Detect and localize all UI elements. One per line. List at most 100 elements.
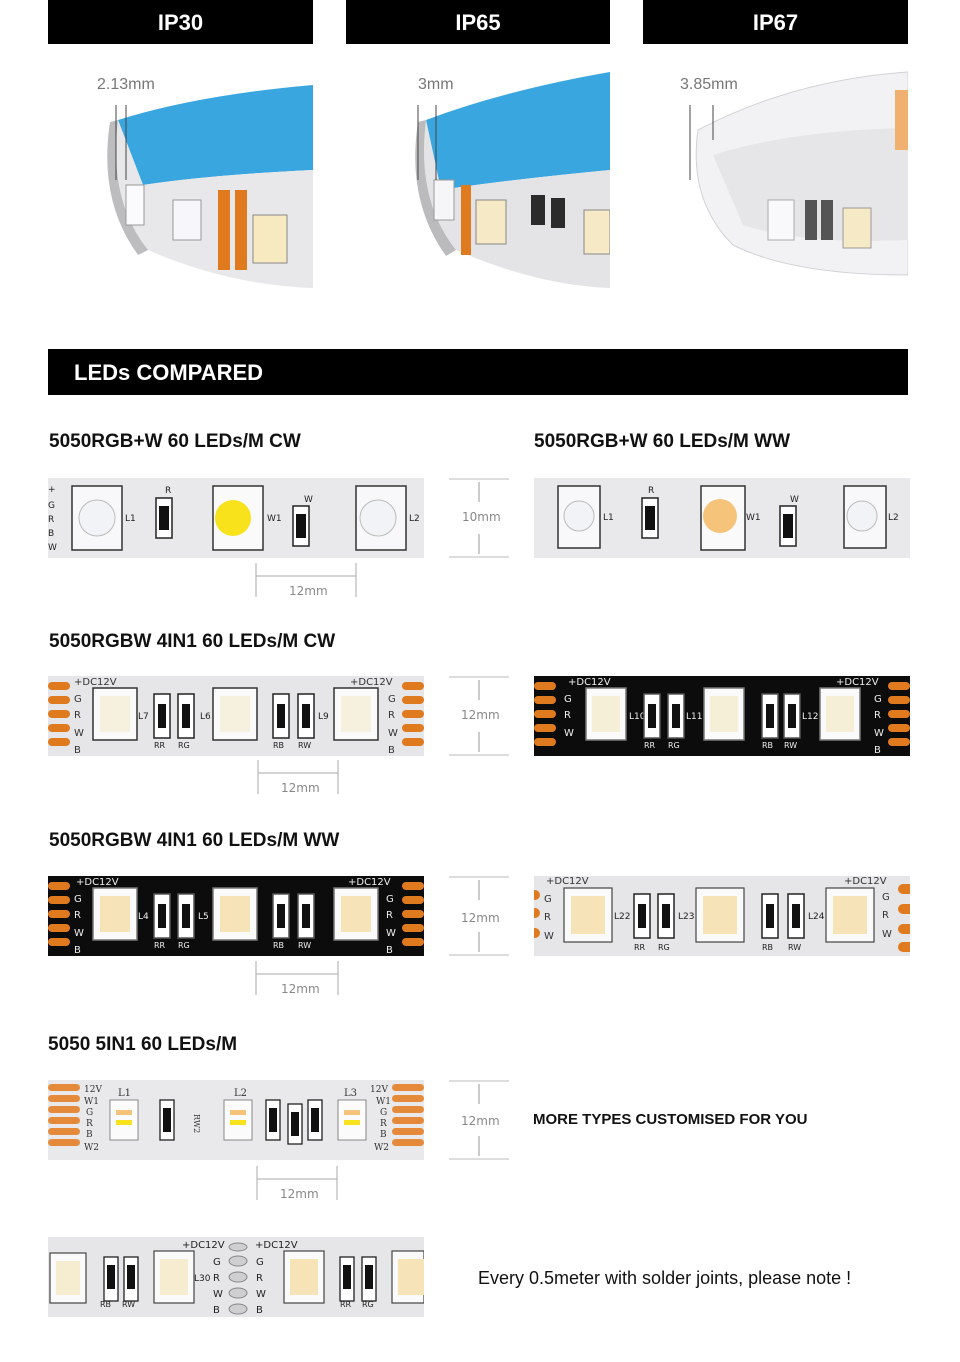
label-l2-5in1: L2: [234, 1088, 247, 1099]
pin-g-5-left: G: [86, 1108, 93, 1118]
width-dimension-10mm: [449, 478, 509, 558]
pin-w-solder-l: W: [213, 1289, 223, 1300]
pin-w2-left: W2: [84, 1143, 99, 1153]
pin-r-left-b2: R: [74, 910, 81, 921]
pin-g-right-b: G: [874, 694, 882, 705]
label-dc12v-right-b2: +DC12V: [348, 877, 391, 888]
label-rw-solder: RW: [122, 1300, 135, 1309]
label-l30: L30: [194, 1274, 211, 1284]
pin-r-left-b: R: [564, 710, 571, 721]
pin-g-5-right: G: [380, 1108, 387, 1118]
label-rr-solder: RR: [340, 1300, 352, 1309]
pin-r-right: R: [388, 710, 395, 721]
type-title-5in1: 5050 5IN1 60 LEDs/M: [48, 1034, 238, 1055]
pitch-dimension-1: [255, 563, 357, 597]
label-l11: L11: [686, 712, 702, 722]
pin-w-left-b: W: [564, 728, 574, 739]
pin-w1-left: W1: [84, 1097, 99, 1107]
label-rw2: RW2: [192, 1114, 201, 1133]
label-l12: L12: [802, 712, 818, 722]
width-dimension-12mm-1: [449, 676, 509, 756]
pin-w-left: W: [74, 728, 84, 739]
label-rg-b2: RG: [178, 941, 190, 950]
label-dc12v-left-w2: +DC12V: [546, 876, 589, 887]
pin-w2-right: W2: [374, 1143, 389, 1153]
leds-compared-header: LEDs COMPARED: [48, 349, 908, 395]
strip-4in1-ww-white: +DC12V +DC12V G R W G R W L22 L23 RR RG …: [534, 876, 910, 956]
pin-w1-right: W1: [376, 1097, 391, 1107]
pitch-label-2: 12mm: [281, 781, 320, 795]
pin-b-5-right: B: [380, 1130, 387, 1140]
pin-b: B: [48, 529, 54, 539]
pin-w-right-b2: W: [386, 928, 396, 939]
pin-w-right-w2: W: [882, 929, 892, 940]
pin-g-solder-r: G: [256, 1257, 264, 1268]
pin-w-right: W: [388, 728, 398, 739]
label-res-r-ww: R: [648, 486, 654, 496]
label-dc12v-left-b2: +DC12V: [76, 877, 119, 888]
ip30-thickness: 2.13mm: [97, 76, 155, 93]
label-l1: L1: [125, 514, 136, 524]
strip-4in1-ww-black: +DC12V +DC12V G R W B G R W B L4 L5 RR R…: [48, 876, 424, 956]
strip-4in1-cw: +DC12V +DC12V G R W B G R W B L7 L6 RR R…: [48, 676, 424, 756]
label-dc12v-solder-l: +DC12V: [182, 1240, 225, 1251]
label-l24: L24: [808, 912, 825, 922]
label-l9: L9: [318, 712, 329, 722]
ip67-header: IP67: [643, 0, 908, 44]
pin-r-5-left: R: [86, 1119, 93, 1129]
pin-w-left-w2: W: [544, 931, 554, 942]
label-rr-b2: RR: [154, 941, 166, 950]
label-w1: W1: [267, 514, 282, 524]
pin-g-right-b2: G: [386, 894, 394, 905]
label-rr-b: RR: [644, 741, 656, 750]
type-title-rgbw-cw: 5050RGB+W 60 LEDs/M CW: [49, 431, 301, 452]
width-label-10mm: 10mm: [462, 510, 501, 524]
label-l7: L7: [138, 712, 149, 722]
label-l2-ww: L2: [888, 513, 899, 523]
type-title-4in1-ww: 5050RGBW 4IN1 60 LEDs/M WW: [49, 830, 340, 851]
width-dimension-12mm-3: [449, 1080, 509, 1160]
label-l5: L5: [198, 912, 209, 922]
pin-r-right-w2: R: [882, 910, 889, 921]
pin-b-left: B: [74, 745, 81, 756]
label-dc12v-right: +DC12V: [350, 677, 393, 688]
label-dc12v-left: +DC12V: [74, 677, 117, 688]
pin-r-5-right: R: [380, 1119, 387, 1129]
label-rb-solder: RB: [100, 1300, 111, 1309]
label-rw: RW: [298, 741, 311, 750]
pin-g-left-w2: G: [544, 894, 552, 905]
label-l4: L4: [138, 912, 149, 922]
label-rw-b: RW: [784, 741, 797, 750]
pitch-label-1: 12mm: [289, 584, 328, 598]
pin-b-solder-r: B: [256, 1305, 263, 1316]
pin-g-left-b: G: [564, 694, 572, 705]
pin-g-right: G: [388, 694, 396, 705]
pin-w: W: [48, 543, 57, 553]
type-title-4in1-cw: 5050RGBW 4IN1 60 LEDs/M CW: [49, 631, 336, 652]
label-dc12v-left-b: +DC12V: [568, 677, 611, 688]
label-w1-ww: W1: [746, 513, 761, 523]
pin-w-left-b2: W: [74, 928, 84, 939]
label-dc12v-right-w2: +DC12V: [844, 876, 887, 887]
label-12v-right: 12V: [370, 1085, 388, 1095]
strip-4in1-cw-black: +DC12V +DC12V G R W G R W B L10 L11 RR R…: [534, 676, 910, 756]
label-rg-solder: RG: [362, 1300, 374, 1309]
label-dc12v-solder-r: +DC12V: [255, 1240, 298, 1251]
width-label-12mm-2: 12mm: [461, 911, 500, 925]
ip67-strip-image: [689, 71, 908, 276]
pin-r-right-b: R: [874, 710, 881, 721]
strip-solder-joint: RB RW L30 +DC12V +DC12V G R W B G R W B …: [48, 1237, 424, 1317]
pitch-dimension-2: [257, 760, 339, 794]
label-rg-b: RG: [668, 741, 680, 750]
pitch-dimension-4: [256, 1166, 338, 1200]
pin-b-right-b2: B: [386, 945, 393, 956]
label-l1-5in1: L1: [118, 1088, 131, 1099]
ip65-strip-image: [415, 72, 610, 288]
width-dimension-12mm-2: [449, 876, 509, 956]
label-l23: L23: [678, 912, 694, 922]
label-rr: RR: [154, 741, 166, 750]
pin-r-left: R: [74, 710, 81, 721]
pin-b-left-b2: B: [74, 945, 81, 956]
label-l1-ww: L1: [603, 513, 614, 523]
label-l6: L6: [200, 712, 211, 722]
